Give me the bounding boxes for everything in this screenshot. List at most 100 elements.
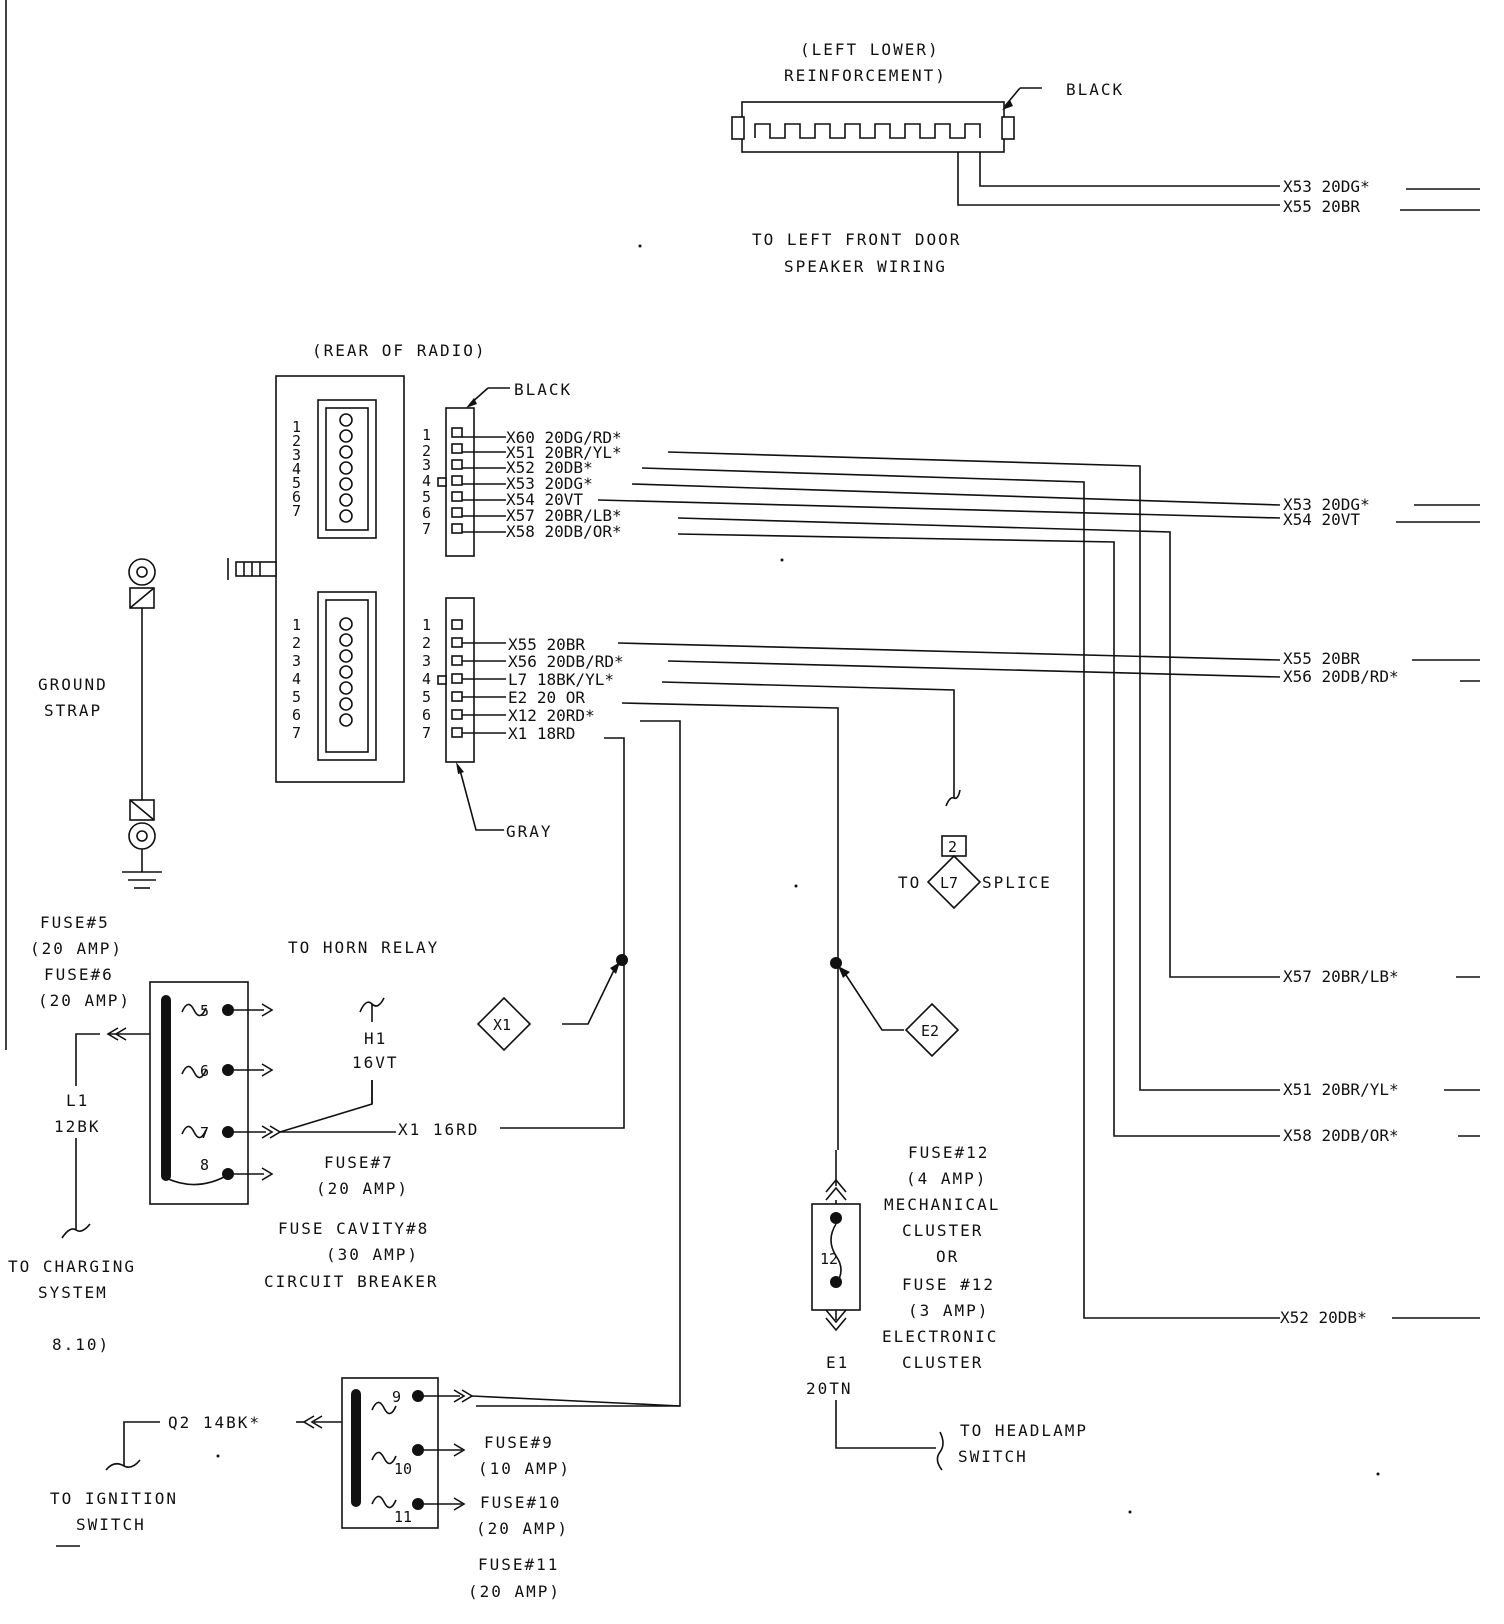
fuse5-num: 5 [200,1002,209,1020]
fuse-cavity8-amp: (30 AMP) [326,1245,419,1264]
speaker-wiring-label: SPEAKER WIRING [784,257,947,276]
l1-wire-label: 12BK [54,1117,101,1136]
cluster1-label: CLUSTER [902,1221,983,1240]
fuse12-assembly [811,1150,861,1332]
h1-wire-label: 16VT [352,1053,399,1072]
wire-label-x1: X1 18RD [508,724,575,743]
black-pin-num: 4 [422,472,431,490]
h1-label: H1 [364,1029,387,1048]
fuse-block-2 [341,1377,439,1529]
fuse9-amp: (10 AMP) [478,1459,571,1478]
gray-pin-num: 1 [422,616,431,634]
wire-x56-run [667,660,1281,678]
l7-pin-num: 2 [948,838,957,856]
radio-pin-num: 1 [292,616,301,634]
rear-of-radio-label: (REAR OF RADIO) [312,341,487,360]
wire-label-l7: L7 18BK/YL* [508,670,614,689]
gray-pin-num: 7 [422,724,431,742]
radio-pin-num: 2 [292,634,301,652]
black-pin-num: 3 [422,456,431,474]
wire-e2-run [621,702,839,1150]
fuse7-label: FUSE#7 [324,1153,394,1172]
wire-x53-top [979,152,1280,187]
radio-pin-num: 7 [292,724,301,742]
fuse12-num: 12 [820,1250,838,1268]
l7-splice-tag [926,835,982,910]
fuse6-num: 6 [200,1062,209,1080]
e2-tag [904,1002,960,1058]
wire-label-x58: X58 20DB/OR* [506,522,622,541]
fuse10-label: FUSE#10 [480,1493,561,1512]
wire-l1-run [75,1033,100,1086]
q2-label: Q2 14BK* [168,1413,261,1432]
radio-body [227,375,405,783]
wire-label-x54: X54 20VT [506,490,583,509]
e2-tag-text: E2 [921,1022,939,1040]
cluster2-label: CLUSTER [902,1353,983,1372]
to-lf-door-label: TO LEFT FRONT DOOR [752,230,961,249]
x58-label: X58 20DB/OR* [1283,1126,1399,1145]
x55-mid-label: X55 20BR [1283,649,1360,668]
gray-pin-num: 2 [422,634,431,652]
l7-tag-text: L7 [940,874,958,892]
x53-mid-label: X53 20DG* [1283,495,1370,514]
fuse6-amp: (20 AMP) [38,991,131,1010]
x1-16rd-label: X1 16RD [398,1120,479,1139]
radio-pin-num: 4 [292,460,301,478]
x56-mid-label: X56 20DB/RD* [1283,667,1399,686]
wire-x57-run [677,517,1280,978]
wire-label-x12: X12 20RD* [508,706,595,725]
left-lower-label: (LEFT LOWER) [800,40,940,59]
wire-label-x60: X60 20DG/RD* [506,428,622,447]
gray-label: GRAY [506,822,553,841]
wire-e1-run [835,1400,936,1449]
radio-pin-num: 6 [292,706,301,724]
fuse11-amp: (20 AMP) [468,1582,561,1601]
wire-h1-run [279,1080,373,1133]
speaker-connector [731,87,1042,153]
wire-x51-run [667,451,1280,1091]
to-headlamp-label: TO HEADLAMP [960,1421,1088,1440]
fuse7-amp: (20 AMP) [316,1179,409,1198]
fuse5-label: FUSE#5 [40,913,110,932]
fuse11-label: FUSE#11 [478,1555,559,1574]
x52-label: X52 20DB* [1280,1308,1367,1327]
l1-label: L1 [66,1091,89,1110]
x54-mid-label: X54 20VT [1283,510,1360,529]
x55-top-label: X55 20BR [1283,197,1360,216]
electronic-label: ELECTRONIC [882,1327,998,1346]
splice-label: SPLICE [982,873,1052,892]
fuse12b-amp: (3 AMP) [908,1301,989,1320]
fuse12-label: FUSE#12 [908,1143,989,1162]
to-charging-label: TO CHARGING [8,1257,136,1276]
horn-relay-label: TO HORN RELAY [288,938,439,957]
wire-label-e2: E2 20 OR [508,688,585,707]
black-pin-num: 6 [422,504,431,522]
or-label: OR [936,1247,959,1266]
fuse5-amp: (20 AMP) [30,939,123,958]
black-pin-num: 2 [422,442,431,460]
radio-pin-num: 1 [292,418,301,436]
wire-l7-run [661,681,955,798]
gray-pin-num: 4 [422,670,431,688]
ref-810-label: 8.10) [52,1335,110,1354]
headlamp-switch-label: SWITCH [958,1447,1028,1466]
fuse12-amp: (4 AMP) [906,1169,987,1188]
wire-x52-run [641,467,1280,1319]
to-label: TO [898,873,921,892]
wire-label-x56: X56 20DB/RD* [508,652,624,671]
wire-x54-run [597,499,1281,519]
ground-label: GROUND [38,675,108,694]
fuse6-label: FUSE#6 [44,965,114,984]
fuse10-amp: (20 AMP) [476,1519,569,1538]
wire-x53-run [631,483,1281,506]
reinforcement-label: REINFORCEMENT) [784,66,947,85]
mechanical-label: MECHANICAL [884,1195,1000,1214]
gray-connector [437,597,504,831]
black-connector [437,387,510,557]
fuse7-num: 7 [200,1124,209,1142]
circuit-breaker-label: CIRCUIT BREAKER [264,1272,439,1291]
wire-label-x57: X57 20BR/LB* [506,506,622,525]
gray-pin-num: 6 [422,706,431,724]
